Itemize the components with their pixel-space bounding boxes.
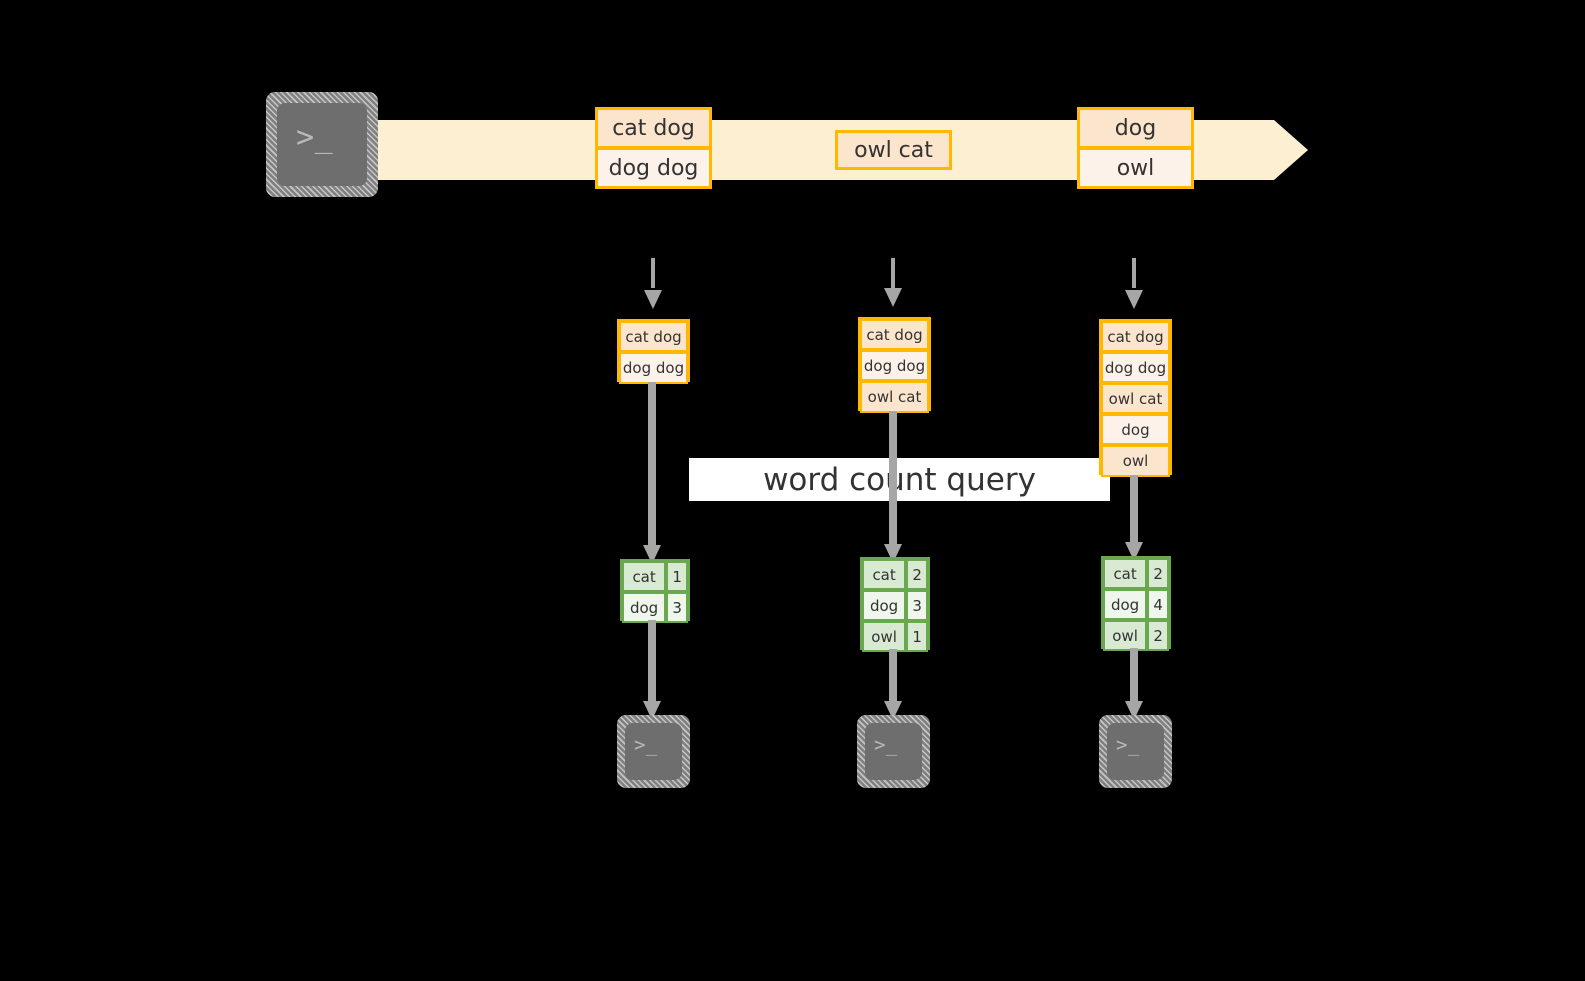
- snapshot-record[interactable]: cat dog: [1101, 321, 1170, 352]
- result-word: dog: [622, 592, 667, 623]
- sink-terminal-icon[interactable]: >_: [617, 715, 690, 788]
- stream-arrow-head: [1274, 120, 1308, 180]
- to-result-connector: [1125, 475, 1143, 561]
- result-word: cat: [862, 559, 907, 590]
- snapshot-record-stack: cat dog dog dog owl cat dog owl: [1099, 319, 1172, 477]
- snapshot-record[interactable]: dog: [1101, 414, 1170, 445]
- connector-line: [1130, 475, 1138, 542]
- result-count: 1: [666, 561, 688, 592]
- snapshot-feed-dash: [891, 258, 895, 288]
- stream-record[interactable]: dog dog: [595, 147, 712, 189]
- result-word: cat: [1103, 558, 1148, 589]
- snapshot-record[interactable]: dog dog: [619, 352, 688, 384]
- snapshot-record-stack: cat dog dog dog owl cat: [858, 317, 931, 413]
- connector-line: [648, 382, 656, 545]
- arrowhead: [1125, 290, 1143, 309]
- connector-line: [648, 620, 656, 701]
- snapshot-feed-arrow: [643, 290, 663, 312]
- terminal-screen: [865, 723, 922, 780]
- stream-record[interactable]: cat dog: [595, 107, 712, 149]
- to-sink-connector: [643, 620, 661, 720]
- stream-record[interactable]: owl: [1077, 147, 1194, 189]
- result-count: 1: [906, 621, 928, 652]
- snapshot-record[interactable]: cat dog: [860, 319, 929, 350]
- terminal-prompt-glyph: >_: [296, 120, 334, 155]
- arrowhead: [644, 290, 662, 309]
- sink-terminal-icon[interactable]: >_: [1099, 715, 1172, 788]
- result-word: dog: [862, 590, 907, 621]
- result-count: 2: [906, 559, 928, 590]
- result-row[interactable]: cat 1: [622, 561, 688, 592]
- snapshot-record[interactable]: dog dog: [1101, 352, 1170, 383]
- result-table: cat 1 dog 3: [620, 559, 690, 623]
- terminal-screen: [1107, 723, 1164, 780]
- result-table: cat 2 dog 4 owl 2: [1101, 556, 1171, 651]
- stream-record[interactable]: dog: [1077, 107, 1194, 149]
- result-word: owl: [862, 621, 907, 652]
- snapshot-feed-dash: [651, 258, 655, 288]
- to-result-connector: [643, 382, 661, 564]
- result-count: 2: [1147, 620, 1169, 651]
- result-row[interactable]: dog 4: [1103, 589, 1169, 620]
- connector-line: [889, 649, 897, 701]
- source-terminal-icon[interactable]: >_: [266, 92, 378, 197]
- terminal-prompt-glyph: >_: [874, 734, 898, 756]
- snapshot-record-stack: cat dog dog dog: [617, 319, 690, 384]
- result-table: cat 2 dog 3 owl 1: [860, 557, 930, 652]
- result-count: 4: [1147, 589, 1169, 620]
- result-row[interactable]: cat 2: [862, 559, 928, 590]
- snapshot-record[interactable]: dog dog: [860, 350, 929, 381]
- stream-record[interactable]: owl cat: [835, 130, 952, 170]
- connector-line: [1130, 648, 1138, 701]
- result-row[interactable]: dog 3: [862, 590, 928, 621]
- arrowhead: [884, 288, 902, 307]
- to-sink-connector: [1125, 648, 1143, 720]
- snapshot-record[interactable]: owl cat: [860, 381, 929, 413]
- snapshot-record[interactable]: owl cat: [1101, 383, 1170, 414]
- query-label-band: [689, 458, 1110, 501]
- terminal-screen: [625, 723, 682, 780]
- terminal-screen: [277, 103, 367, 186]
- connector-line: [889, 411, 897, 544]
- terminal-prompt-glyph: >_: [634, 734, 658, 756]
- snapshot-record[interactable]: owl: [1101, 445, 1170, 477]
- sink-terminal-icon[interactable]: >_: [857, 715, 930, 788]
- result-word: owl: [1103, 620, 1148, 651]
- result-count: 3: [906, 590, 928, 621]
- result-row[interactable]: owl 2: [1103, 620, 1169, 651]
- result-row[interactable]: dog 3: [622, 592, 688, 623]
- result-count: 3: [666, 592, 688, 623]
- to-result-connector: [884, 411, 902, 563]
- result-count: 2: [1147, 558, 1169, 589]
- result-word: dog: [1103, 589, 1148, 620]
- snapshot-feed-arrow: [1124, 290, 1144, 312]
- terminal-prompt-glyph: >_: [1116, 734, 1140, 756]
- result-row[interactable]: cat 2: [1103, 558, 1169, 589]
- result-row[interactable]: owl 1: [862, 621, 928, 652]
- snapshot-feed-dash: [1132, 258, 1136, 288]
- result-word: cat: [622, 561, 667, 592]
- to-sink-connector: [884, 649, 902, 720]
- snapshot-record[interactable]: cat dog: [619, 321, 688, 352]
- query-label: word count query: [763, 461, 1036, 498]
- snapshot-feed-arrow: [883, 288, 903, 310]
